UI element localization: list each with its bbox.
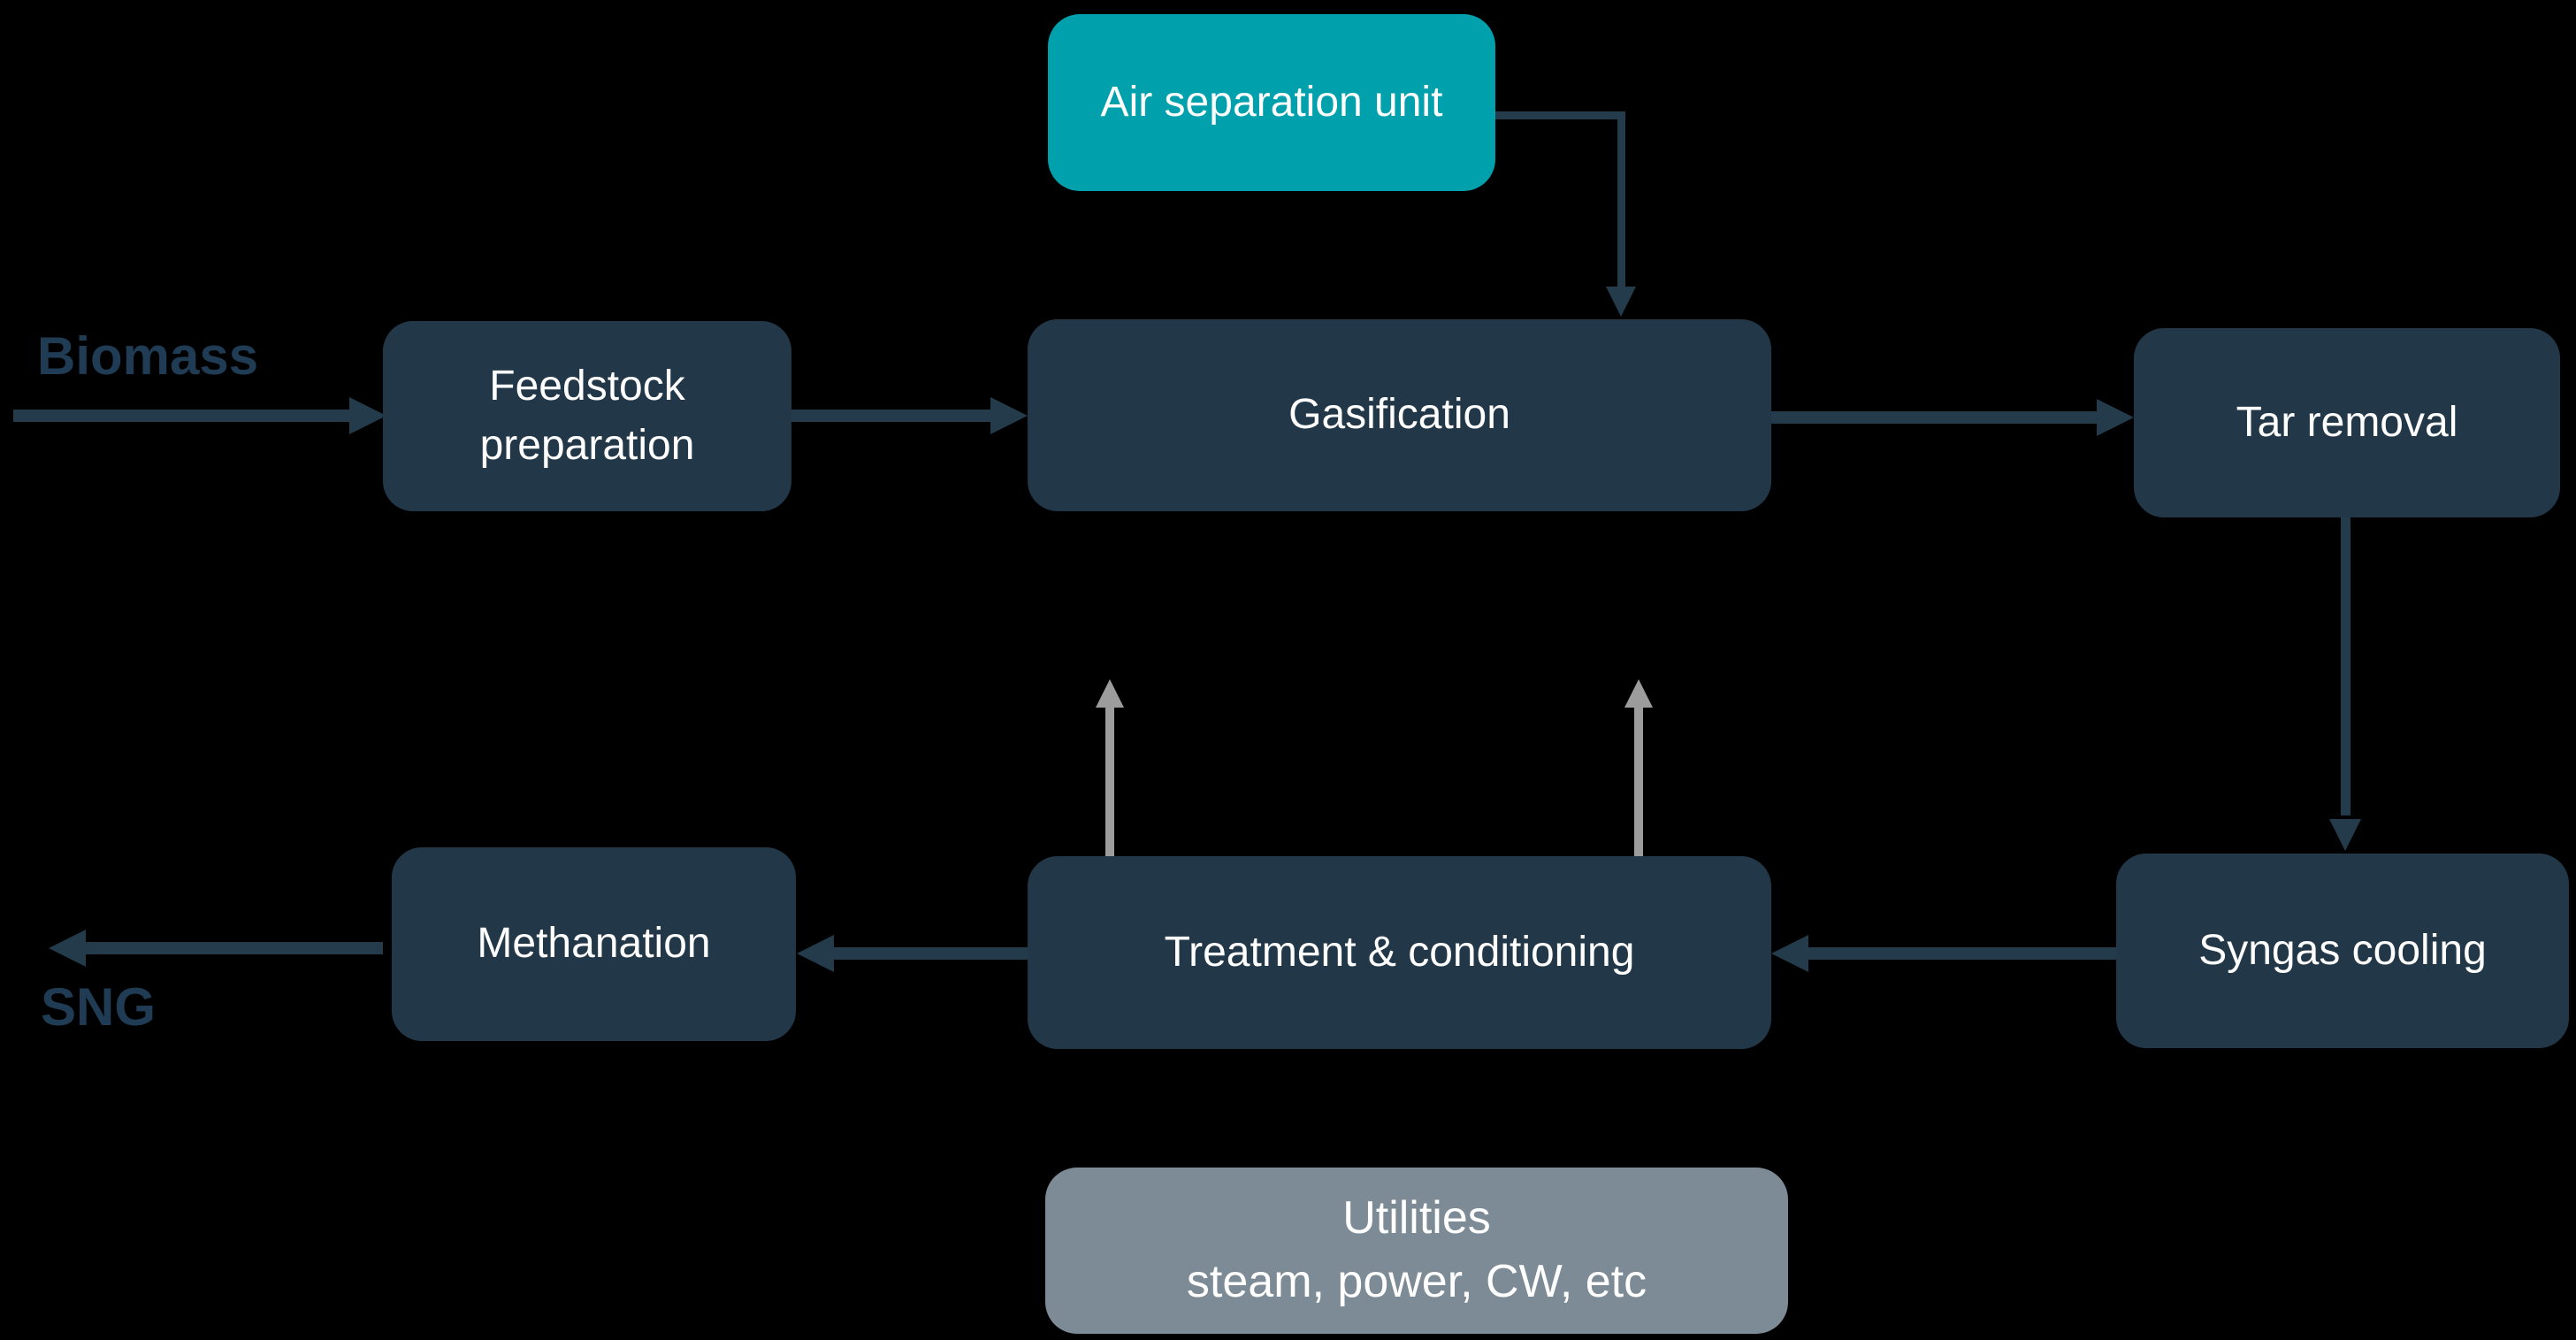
edge-treatment-to-methanation-segment bbox=[834, 947, 1028, 960]
arrowhead-treatment-utility-right-up-icon bbox=[1624, 679, 1653, 708]
stream-label-biomass: Biomass bbox=[37, 326, 259, 386]
arrowhead-treatment-to-methanation-left-icon bbox=[797, 935, 834, 972]
node-air-separation-unit: Air separation unit bbox=[1048, 14, 1495, 191]
node-utilities: Utilities steam, power, CW, etc bbox=[1045, 1168, 1788, 1334]
arrowhead-feedstock-to-gasification-right-icon bbox=[990, 397, 1028, 434]
edge-gasification-to-tar-removal-segment bbox=[1771, 411, 2097, 424]
node-gasification: Gasification bbox=[1028, 319, 1771, 511]
arrowhead-tar-removal-to-syngas-cooling-down-icon bbox=[2329, 819, 2361, 851]
edge-treatment-utility-left-segment bbox=[1105, 708, 1114, 856]
node-treatment-conditioning: Treatment & conditioning bbox=[1028, 856, 1771, 1049]
edge-syngas-cooling-to-treatment-segment bbox=[1808, 947, 2116, 960]
node-gasification-label: Gasification bbox=[1288, 391, 1510, 439]
arrowhead-asu-to-gasification-down-icon bbox=[1606, 287, 1636, 317]
node-syngas-cooling-label: Syngas cooling bbox=[2198, 926, 2487, 974]
node-air-separation-unit-label: Air separation unit bbox=[1100, 78, 1443, 126]
edge-treatment-utility-right-segment bbox=[1634, 708, 1643, 856]
node-feedstock-preparation-label: preparation bbox=[479, 421, 695, 469]
node-treatment-conditioning-label: Treatment & conditioning bbox=[1164, 928, 1635, 976]
edge-tar-removal-to-syngas-cooling-segment bbox=[2341, 517, 2351, 815]
node-feedstock-preparation: Feedstock preparation bbox=[383, 321, 791, 511]
arrowhead-biomass-to-feedstock-right-icon bbox=[349, 397, 386, 434]
node-utilities-label: Utilities bbox=[1342, 1192, 1491, 1244]
edge-feedstock-to-gasification-segment bbox=[791, 410, 993, 422]
arrowhead-gasification-to-tar-removal-right-icon bbox=[2097, 399, 2134, 436]
arrowhead-methanation-to-sng-left-icon bbox=[49, 930, 86, 967]
node-tar-removal: Tar removal bbox=[2134, 328, 2560, 517]
stream-label-sng: SNG bbox=[41, 977, 157, 1037]
node-syngas-cooling: Syngas cooling bbox=[2116, 854, 2569, 1048]
node-utilities-label: steam, power, CW, etc bbox=[1186, 1256, 1647, 1307]
arrowhead-syngas-cooling-to-treatment-left-icon bbox=[1771, 935, 1808, 972]
node-methanation-label: Methanation bbox=[477, 920, 711, 968]
edge-methanation-to-sng-segment bbox=[86, 942, 383, 954]
node-tar-removal-label: Tar removal bbox=[2236, 398, 2458, 446]
node-feedstock-preparation-label: Feedstock bbox=[489, 363, 685, 410]
node-methanation: Methanation bbox=[392, 847, 796, 1041]
edge-biomass-to-feedstock-segment bbox=[13, 410, 349, 422]
edge-asu-to-gasification-segment bbox=[1495, 111, 1621, 119]
edge-asu-to-gasification-segment bbox=[1617, 111, 1625, 287]
arrowhead-treatment-utility-left-up-icon bbox=[1096, 679, 1124, 708]
